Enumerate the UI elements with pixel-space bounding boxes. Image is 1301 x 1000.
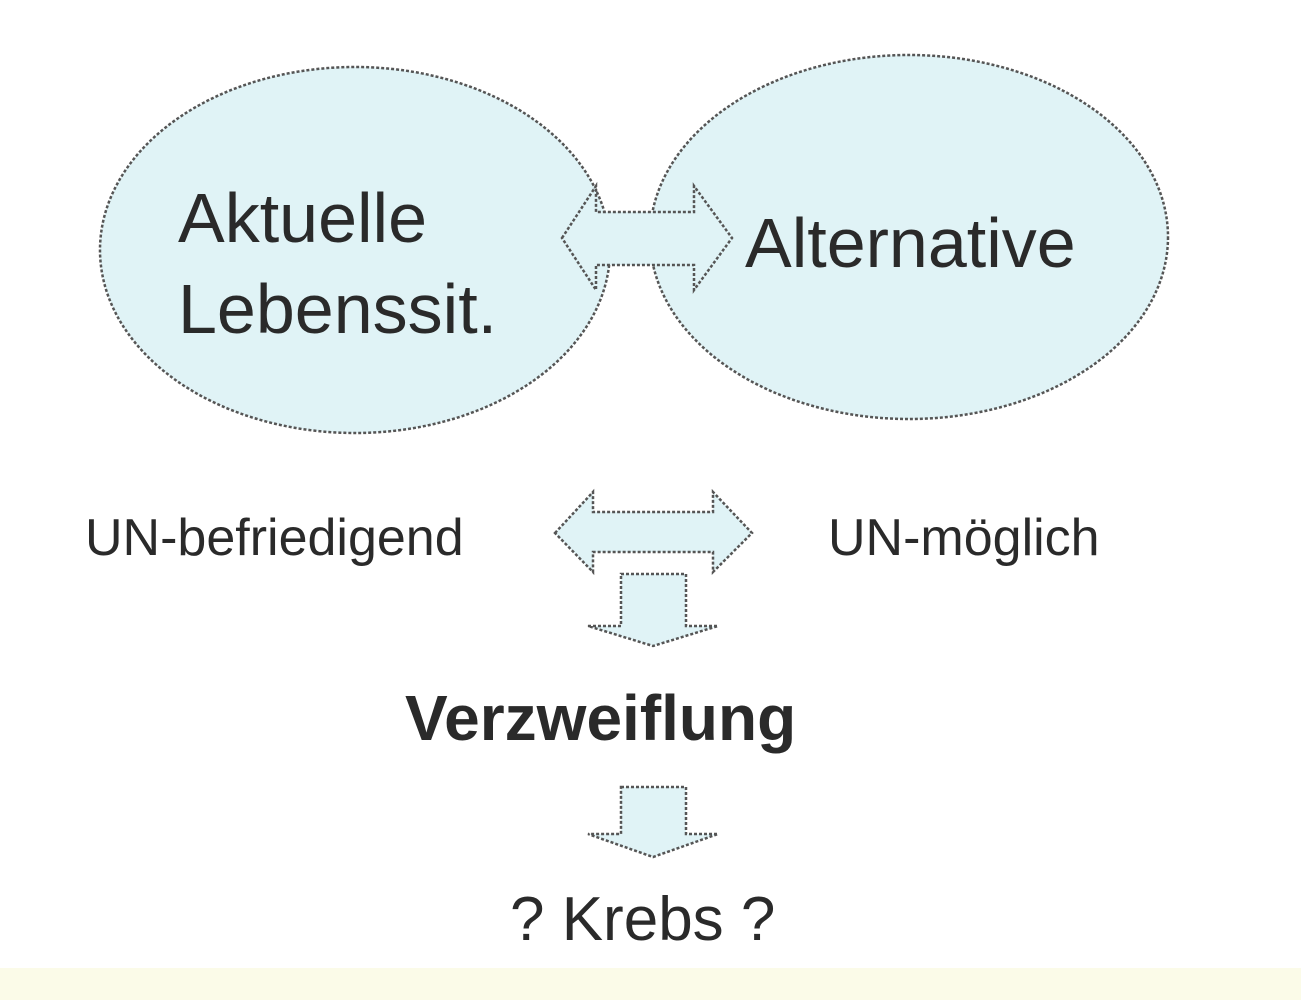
down-arrow-2 [587, 785, 719, 859]
middle-double-arrow [553, 488, 754, 576]
current-situation-line1: Aktuelle [178, 179, 427, 257]
top-double-arrow [560, 181, 734, 295]
despair-label: Verzweiflung [405, 682, 796, 754]
alternative-label: Alternative [745, 204, 1076, 282]
cancer-label: ? Krebs ? [510, 885, 775, 954]
unsatisfying-label: UN-befriedigend [85, 509, 464, 567]
current-situation-line2: Lebenssit. [178, 270, 497, 348]
page-edge-strip [0, 968, 1301, 1000]
impossible-label: UN-möglich [828, 509, 1100, 567]
down-arrow-1 [587, 572, 719, 648]
